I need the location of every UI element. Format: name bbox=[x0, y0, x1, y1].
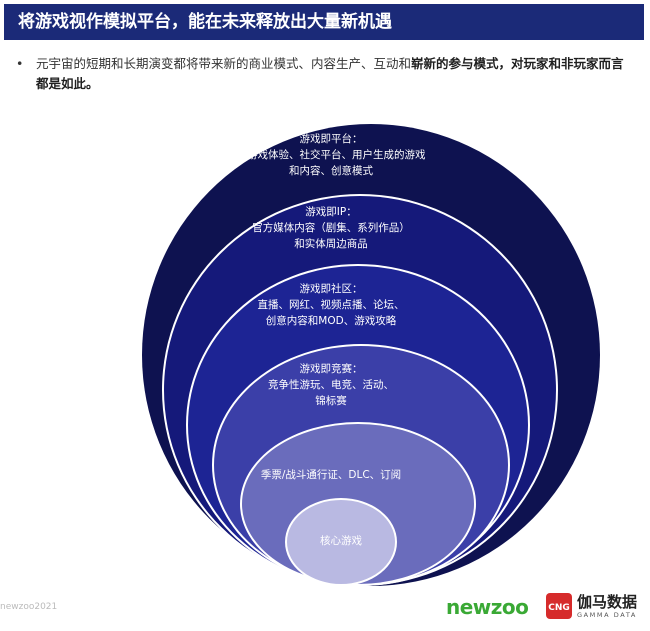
ring-label-title: 游戏即IP： bbox=[305, 206, 357, 218]
ring-label-title: 游戏即平台： bbox=[299, 133, 363, 145]
ring-label-line: 竞争性游玩、电竞、活动、 bbox=[268, 379, 394, 391]
gamma-data-name: 伽马数据 bbox=[577, 593, 638, 611]
ring-label-title: 核心游戏 bbox=[320, 535, 362, 547]
bullet-marker: • bbox=[16, 56, 24, 71]
bullet-paragraph: • 元宇宙的短期和长期演变都将带来新的商业模式、内容生产、互动和崭新的参与模式，… bbox=[16, 54, 628, 94]
ring-core-game bbox=[285, 498, 397, 586]
ring-label-line: 锦标赛 bbox=[315, 395, 347, 407]
ring-label-title: 季票/战斗通行证、DLC、订阅 bbox=[260, 469, 402, 481]
ring-label-line: 直播、网红、视频点播、论坛、 bbox=[257, 299, 405, 311]
ring-label-line: 和实体周边商品 bbox=[294, 238, 368, 250]
bullet-text-bold: 崭新的参与模式，对玩家和非玩家而言都是如此。 bbox=[36, 56, 624, 91]
ring-label-season-pass: 季票/战斗通行证、DLC、订阅 bbox=[221, 467, 441, 483]
gamma-data-logo-icon: CNG bbox=[546, 593, 572, 619]
ring-label-ip: 游戏即IP： 官方媒体内容（剧集、系列作品） 和实体周边商品 bbox=[221, 204, 441, 252]
ring-label-line: 和内容、创意模式 bbox=[289, 165, 373, 177]
ring-label-line: 创意内容和MOD、游戏攻略 bbox=[265, 315, 397, 327]
ring-label-community: 游戏即社区： 直播、网红、视频点播、论坛、 创意内容和MOD、游戏攻略 bbox=[221, 281, 441, 329]
ring-label-title: 游戏即社区： bbox=[299, 283, 363, 295]
ring-label-line: 官方媒体内容（剧集、系列作品） bbox=[252, 222, 410, 234]
bullet-text: 元宇宙的短期和长期演变都将带来新的商业模式、内容生产、互动和崭新的参与模式，对玩… bbox=[16, 54, 628, 94]
ring-label-line: 非游戏体验、社交平台、用户生成的游戏 bbox=[236, 149, 426, 161]
ring-label-core-game: 核心游戏 bbox=[261, 533, 421, 549]
bullet-text-normal: 元宇宙的短期和长期演变都将带来新的商业模式、内容生产、互动和 bbox=[36, 56, 412, 71]
gamma-data-subtitle: GAMMA DATA bbox=[577, 611, 637, 619]
source-note: newzoo2021 bbox=[0, 602, 58, 612]
ring-label-title: 游戏即竞赛： bbox=[299, 363, 363, 375]
ring-label-platform: 游戏即平台： 非游戏体验、社交平台、用户生成的游戏 和内容、创意模式 bbox=[221, 131, 441, 179]
newzoo-logo: newzoo bbox=[446, 595, 529, 619]
ring-label-competition: 游戏即竞赛： 竞争性游玩、电竞、活动、 锦标赛 bbox=[221, 361, 441, 409]
page-title: 将游戏视作模拟平台，能在未来释放出大量新机遇 bbox=[4, 4, 644, 40]
gamma-icon-text: CNG bbox=[548, 603, 570, 613]
